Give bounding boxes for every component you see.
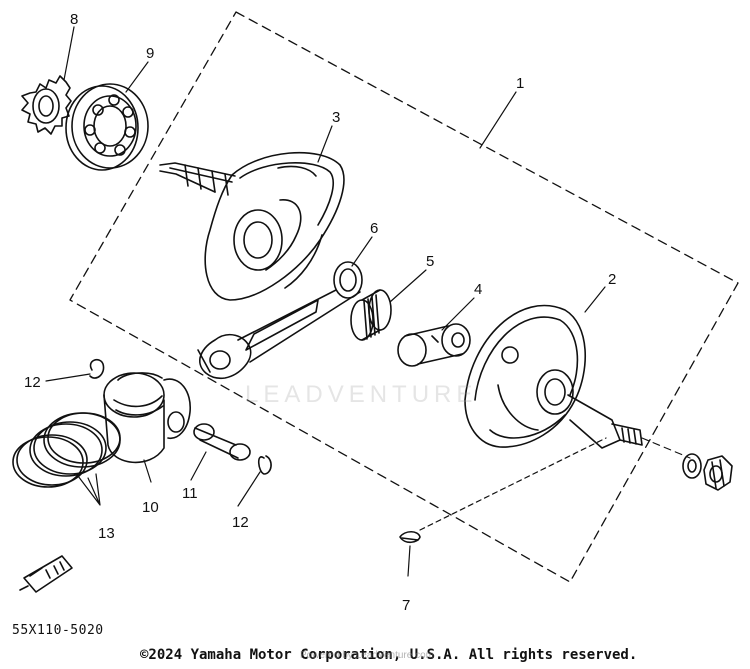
crank-pin [397,323,471,367]
leader-lines [45,26,607,577]
piston-pin-clip-lower [257,455,272,475]
callout-12-upper: 12 [24,374,41,391]
crankshaft-assembly-boundary [69,11,739,583]
callout-11: 11 [182,485,198,502]
callout-4: 4 [474,281,482,298]
copyright-notice: ©2024 Yamaha Motor Corporation, U.S.A. A… [140,647,638,663]
primary-drive-gear [21,75,72,135]
piston-ring-set [12,412,121,488]
callout-9: 9 [146,45,154,62]
left-crank-half [159,151,345,301]
callout-8: 8 [70,11,78,28]
callout-5: 5 [426,253,434,270]
callout-2: 2 [608,271,616,288]
piston [103,372,191,464]
connecting-rod [197,261,363,380]
ball-bearing [65,83,149,171]
watermark: LEADVENTURE [245,381,477,408]
woodruff-key [399,530,421,544]
callout-labels: 1 2 3 4 5 6 7 8 9 10 11 12 12 13 [24,11,616,614]
callout-3: 3 [332,109,340,126]
needle-bearing [350,289,392,341]
callout-1: 1 [516,75,524,92]
right-crank-half [464,304,643,449]
front-direction-symbol [19,555,73,593]
callout-6: 6 [370,220,378,237]
crank-axis-line [641,437,691,459]
callout-12-lower: 12 [232,514,249,531]
piston-pin-clip-upper [89,358,105,379]
callout-13: 13 [98,525,115,542]
diagram-code: 55X110-5020 [12,623,104,638]
piston-pin [193,423,251,461]
watermark-url: Powered by LeadVenture.com [300,650,434,661]
callout-10: 10 [142,499,159,516]
callout-7: 7 [402,597,410,614]
crank-nut-washer [682,453,733,491]
